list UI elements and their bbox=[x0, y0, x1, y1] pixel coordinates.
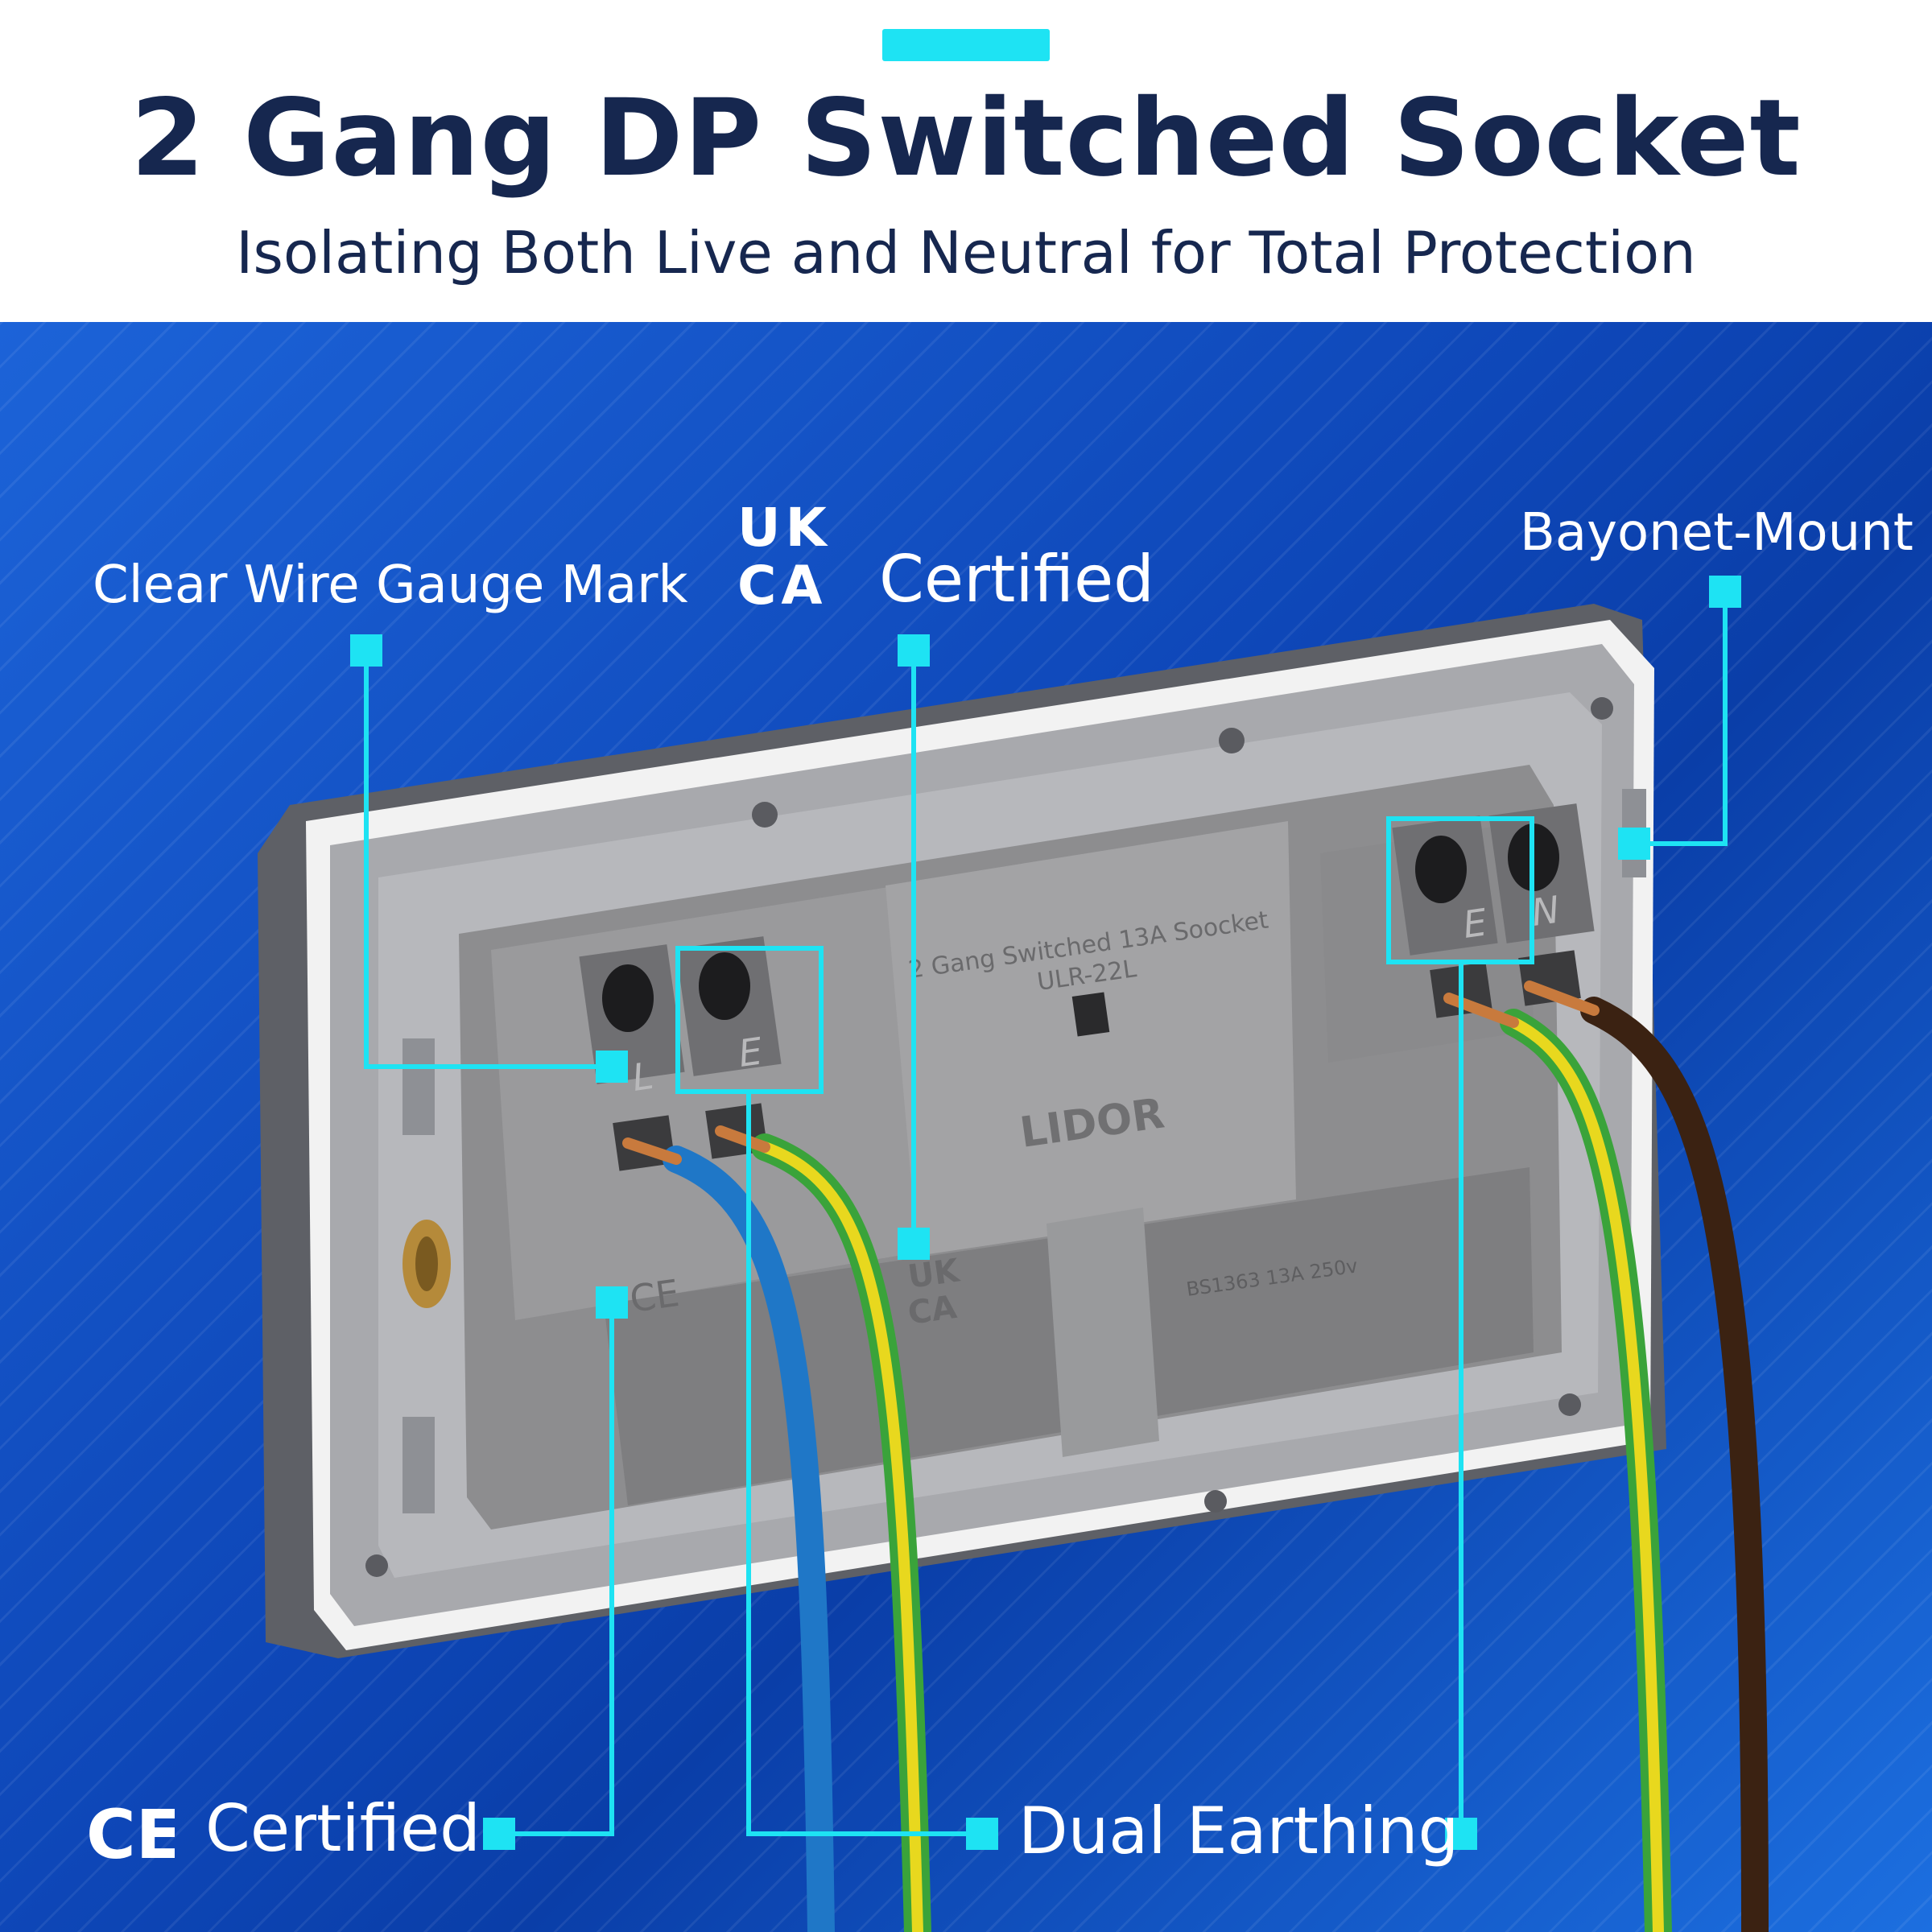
page-subtitle: Isolating Both Live and Neutral for Tota… bbox=[236, 219, 1696, 287]
ukca-mark-top: UK bbox=[737, 497, 832, 559]
callout-markers bbox=[350, 576, 1741, 1850]
terminal-block-left bbox=[579, 936, 782, 1171]
callout-lines bbox=[364, 592, 1728, 1836]
body-ukca-bottom: CA bbox=[906, 1289, 959, 1332]
ce-mark: CE bbox=[86, 1800, 175, 1864]
wire-blue bbox=[663, 1146, 835, 1932]
callout-dual-earthing: Dual Earthing bbox=[1018, 1794, 1459, 1868]
page-title: 2 Gang DP Switched Socket bbox=[130, 76, 1802, 200]
callout-wire-gauge: Clear Wire Gauge Mark bbox=[93, 555, 688, 615]
ukca-mark: UK CA bbox=[737, 497, 832, 609]
wire-copper bbox=[622, 1137, 682, 1165]
ukca-mark-bottom: CA bbox=[737, 555, 828, 609]
wire-brown bbox=[1580, 997, 1769, 1932]
callout-ukca-certified: Certified bbox=[879, 542, 1154, 617]
ce-mark-text: CE bbox=[86, 1800, 175, 1864]
body-ce-mark: CE bbox=[627, 1271, 682, 1321]
wires bbox=[622, 980, 1769, 1932]
accent-bar bbox=[882, 29, 1050, 61]
callout-ce-certified: Certified bbox=[205, 1791, 481, 1866]
callout-bayonet-mount: Bayonet-Mount bbox=[1520, 503, 1913, 563]
